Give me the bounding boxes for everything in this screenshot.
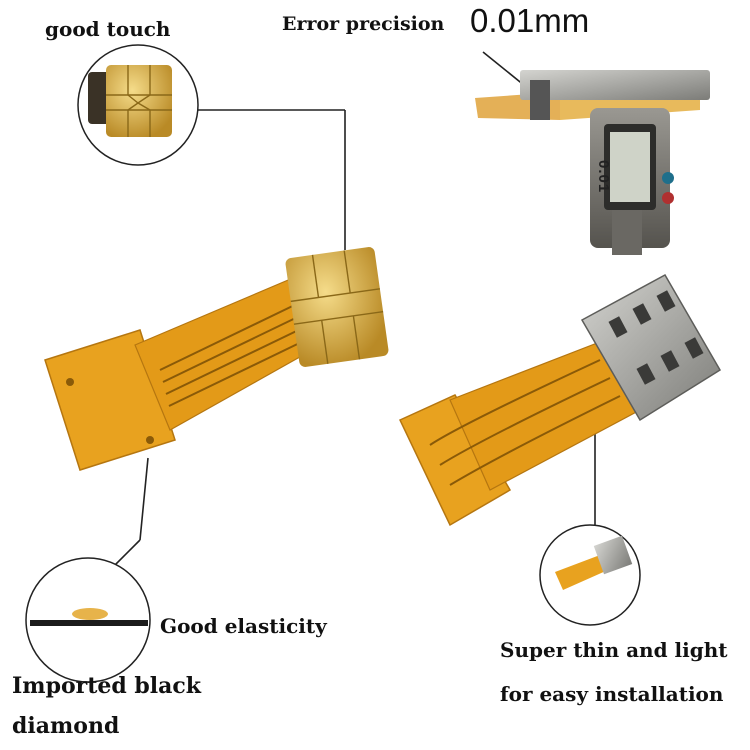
flex-adapter-right [398,273,722,527]
caliper-lcd-reading: 0.01 [595,160,612,194]
good-elasticity-caption: Good elasticity [160,614,327,638]
thin-light-zoom-circle [539,524,641,626]
precision-value: 0.01mm [470,2,590,39]
diamond-caption: diamond [12,713,120,739]
super-thin-caption: Super thin and light [500,638,728,662]
good-touch-caption: good touch [45,17,171,41]
error-precision-caption: Error precision [282,13,445,35]
digital-caliper [475,70,710,255]
elasticity-zoom-circle [25,557,151,683]
easy-installation-caption: for easy installation [500,682,724,706]
leader-lines [111,51,596,569]
good-touch-zoom-circle [77,44,199,166]
flex-adapter-left [44,247,389,471]
imported-black-caption: Imported black [12,673,202,699]
